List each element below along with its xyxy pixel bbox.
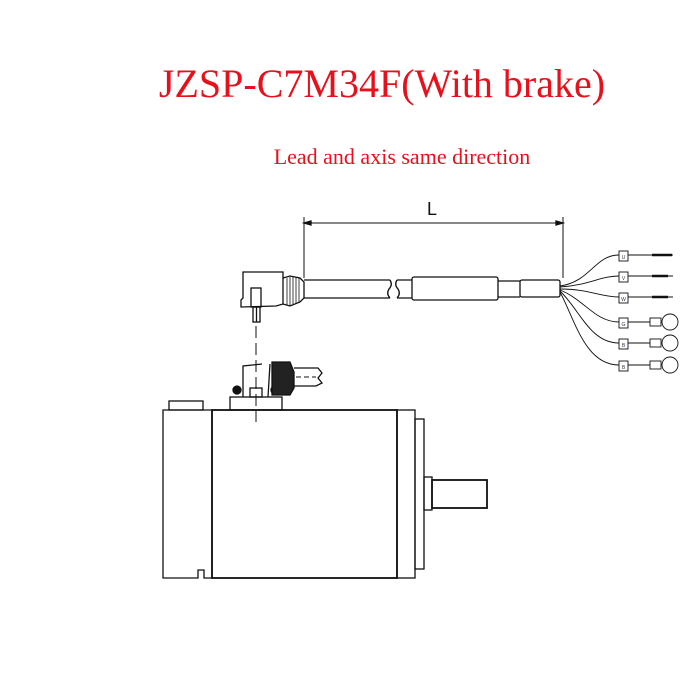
wire-tag-g: G	[618, 313, 679, 331]
orientation-subtitle: Lead and axis same direction	[273, 144, 531, 169]
servo-motor	[162, 361, 488, 579]
wire-tag-u: U	[618, 250, 673, 262]
svg-text:W: W	[621, 297, 626, 303]
product-title: JZSP-C7M34F(With brake)	[158, 61, 606, 106]
wire-tag-b2: B	[618, 356, 679, 374]
wire-tag-v: V	[618, 271, 673, 283]
cable-connector	[240, 271, 305, 323]
wire-tag-b1: B	[618, 334, 679, 352]
wire-leads: U V W G B B	[559, 250, 679, 374]
svg-text:G: G	[622, 322, 626, 328]
cable	[304, 276, 561, 301]
length-dimension: L	[301, 199, 566, 278]
dimension-label: L	[427, 199, 437, 219]
motor-connector	[229, 361, 324, 411]
svg-text:U: U	[622, 255, 626, 261]
svg-text:B: B	[622, 343, 626, 349]
svg-text:B: B	[622, 365, 626, 371]
wire-tag-w: W	[618, 292, 673, 304]
svg-text:V: V	[622, 276, 626, 282]
